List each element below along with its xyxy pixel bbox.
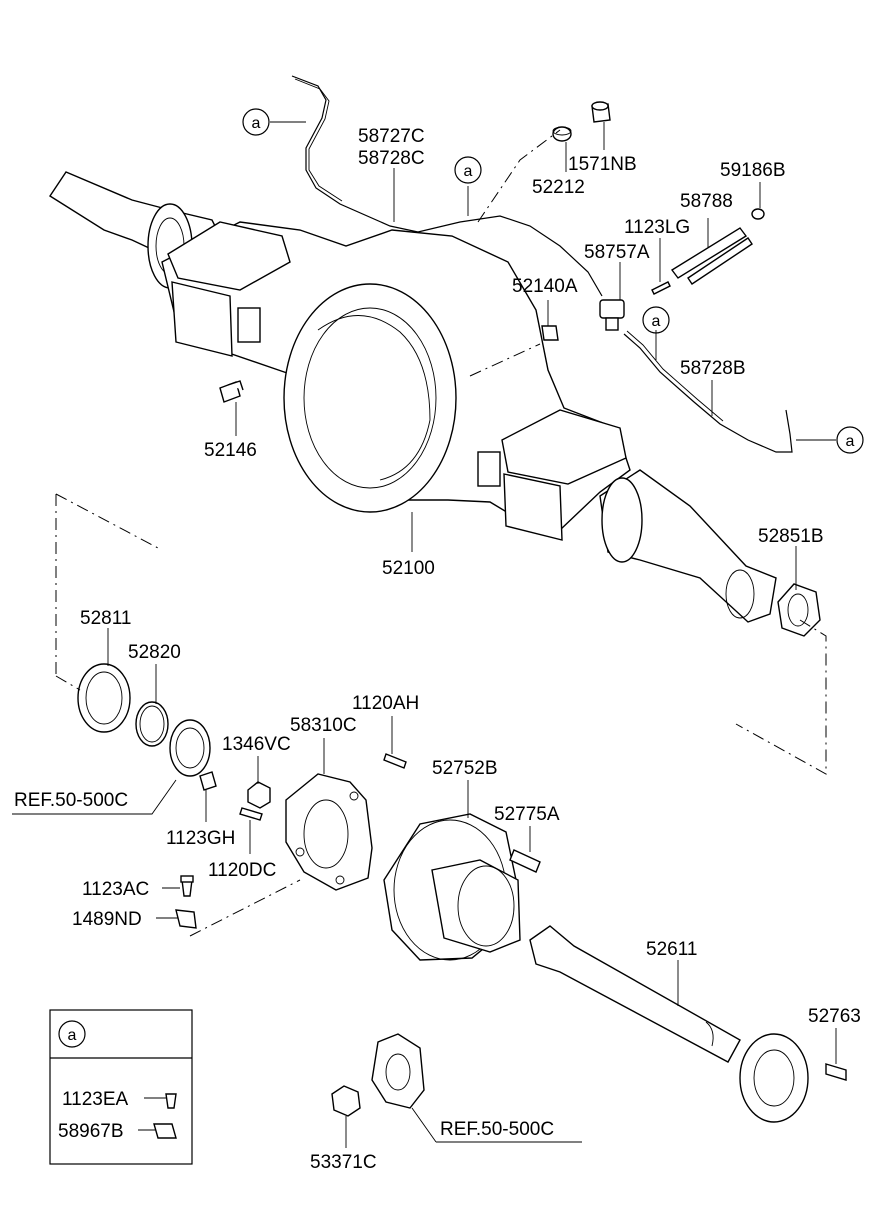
bearing-ref: [169, 719, 211, 777]
label-52763: 52763: [808, 1006, 861, 1027]
label-59186b: 59186B: [720, 160, 786, 181]
label-58757a: 58757A: [584, 242, 650, 263]
centerlines: [55, 129, 827, 937]
brake-spider-58310c: [285, 773, 373, 891]
stud-52775a: [509, 849, 541, 873]
svg-text:a: a: [464, 163, 473, 180]
label-1123ea: 1123EA: [62, 1089, 129, 1110]
label-1123gh: 1123GH: [166, 828, 235, 849]
callout-a-legend: a: [58, 1020, 86, 1048]
wheel-hub-52752b: [383, 813, 521, 961]
label-52140a: 52140A: [512, 276, 578, 297]
callout-a-2: a: [454, 156, 482, 184]
label-58788: 58788: [680, 191, 733, 212]
bolt-1120dc: [239, 807, 263, 821]
bolt-1123ac: [180, 875, 194, 897]
label-52611: 52611: [646, 939, 697, 960]
plug-52140a: [541, 325, 559, 341]
axle-shaft-52611: [529, 925, 809, 1123]
nut-1346vc: [247, 781, 271, 809]
label-52146: 52146: [204, 440, 257, 461]
companion-flange: [371, 1033, 425, 1109]
bolt-1123gh: [199, 771, 217, 791]
label-ref-50-500c-bottom: REF.50-500C: [440, 1119, 554, 1140]
oil-seal-52811: [77, 663, 131, 733]
bolt-1120ah: [383, 753, 407, 769]
bolt-52763: [825, 1063, 847, 1081]
axle-housing-52100: [49, 171, 777, 623]
label-53371c: 53371C: [310, 1152, 377, 1173]
brake-line-58728b: [623, 330, 793, 453]
legend-box: [49, 1009, 193, 1165]
label-52820: 52820: [128, 642, 181, 663]
nut-52851b: [777, 583, 821, 637]
clip-1489nd: [175, 909, 197, 929]
label-1489nd: 1489ND: [72, 909, 142, 930]
bolt-1123lg: [651, 281, 671, 295]
nut-53371c: [331, 1085, 361, 1117]
svg-text:a: a: [252, 115, 261, 132]
svg-text:a: a: [68, 1027, 77, 1044]
hose-58788: [670, 208, 765, 285]
label-52775a: 52775A: [494, 804, 560, 825]
label-58728c: 58728C: [358, 148, 425, 169]
brake-line-58727c: [291, 75, 603, 297]
label-58310c: 58310C: [290, 715, 357, 736]
label-ref-50-500c-top: REF.50-500C: [14, 790, 128, 811]
svg-text:a: a: [846, 433, 855, 450]
plug-52212: [552, 126, 572, 142]
leader-lines: [12, 121, 837, 1148]
bolt-52146: [219, 380, 244, 403]
label-1123lg: 1123LG: [624, 217, 690, 238]
label-1120ah: 1120AH: [352, 693, 419, 714]
ring-52820: [135, 701, 169, 747]
label-52752b: 52752B: [432, 758, 498, 779]
label-52851b: 52851B: [758, 526, 824, 547]
label-58728b: 58728B: [680, 358, 746, 379]
svg-text:a: a: [652, 313, 661, 330]
cap-1571nb: [591, 101, 611, 123]
label-52212: 52212: [532, 177, 585, 198]
callout-a-1: a: [242, 108, 270, 136]
label-1120dc: 1120DC: [208, 860, 276, 881]
label-1571nb: 1571NB: [568, 154, 637, 175]
callout-a-4: a: [836, 426, 864, 454]
label-52100: 52100: [382, 558, 435, 579]
label-52811: 52811: [80, 608, 131, 629]
label-1123ac: 1123AC: [82, 879, 149, 900]
tee-fitting-58757a: [599, 299, 625, 331]
label-1346vc: 1346VC: [222, 734, 291, 755]
callout-a-3: a: [642, 306, 670, 334]
label-58967b: 58967B: [58, 1121, 124, 1142]
label-58727c: 58727C: [358, 126, 425, 147]
